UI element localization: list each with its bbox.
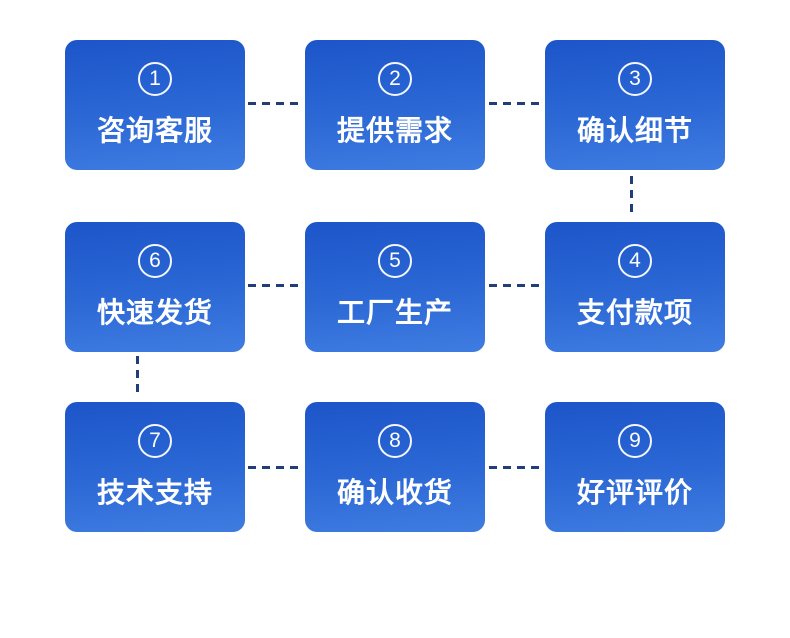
step-number-badge: 8 <box>378 423 412 458</box>
step-card-4: 4 支付款项 <box>545 222 725 352</box>
connector-4-5 <box>489 284 543 287</box>
step-number-badge: 6 <box>138 243 172 278</box>
step-number-badge: 7 <box>138 423 172 458</box>
step-label: 好评评价 <box>576 476 693 508</box>
step-card-3: 3 确认细节 <box>545 40 725 170</box>
connector-8-9 <box>489 466 543 469</box>
step-label: 确认收货 <box>336 476 453 508</box>
step-card-2: 2 提供需求 <box>305 40 485 170</box>
step-card-6: 6 快速发货 <box>65 222 245 352</box>
connector-1-2 <box>248 102 302 105</box>
step-label: 提供需求 <box>336 114 453 146</box>
step-label: 技术支持 <box>96 476 213 508</box>
step-label: 支付款项 <box>576 296 693 328</box>
step-label: 确认细节 <box>576 114 693 146</box>
step-label: 咨询客服 <box>96 114 213 146</box>
step-number-badge: 9 <box>618 423 652 458</box>
step-number-badge: 2 <box>378 61 412 96</box>
connector-3-4 <box>630 176 633 218</box>
connector-5-6 <box>248 284 302 287</box>
step-label: 工厂生产 <box>336 296 453 328</box>
step-number-badge: 5 <box>378 243 412 278</box>
connector-6-7 <box>136 356 139 398</box>
step-card-9: 9 好评评价 <box>545 402 725 532</box>
step-number-badge: 3 <box>618 61 652 96</box>
step-number-badge: 4 <box>618 243 652 278</box>
step-label: 快速发货 <box>96 296 213 328</box>
step-card-8: 8 确认收货 <box>305 402 485 532</box>
connector-7-8 <box>248 466 302 469</box>
step-card-5: 5 工厂生产 <box>305 222 485 352</box>
step-number-badge: 1 <box>138 61 172 96</box>
step-card-7: 7 技术支持 <box>65 402 245 532</box>
step-card-1: 1 咨询客服 <box>65 40 245 170</box>
connector-2-3 <box>489 102 543 105</box>
